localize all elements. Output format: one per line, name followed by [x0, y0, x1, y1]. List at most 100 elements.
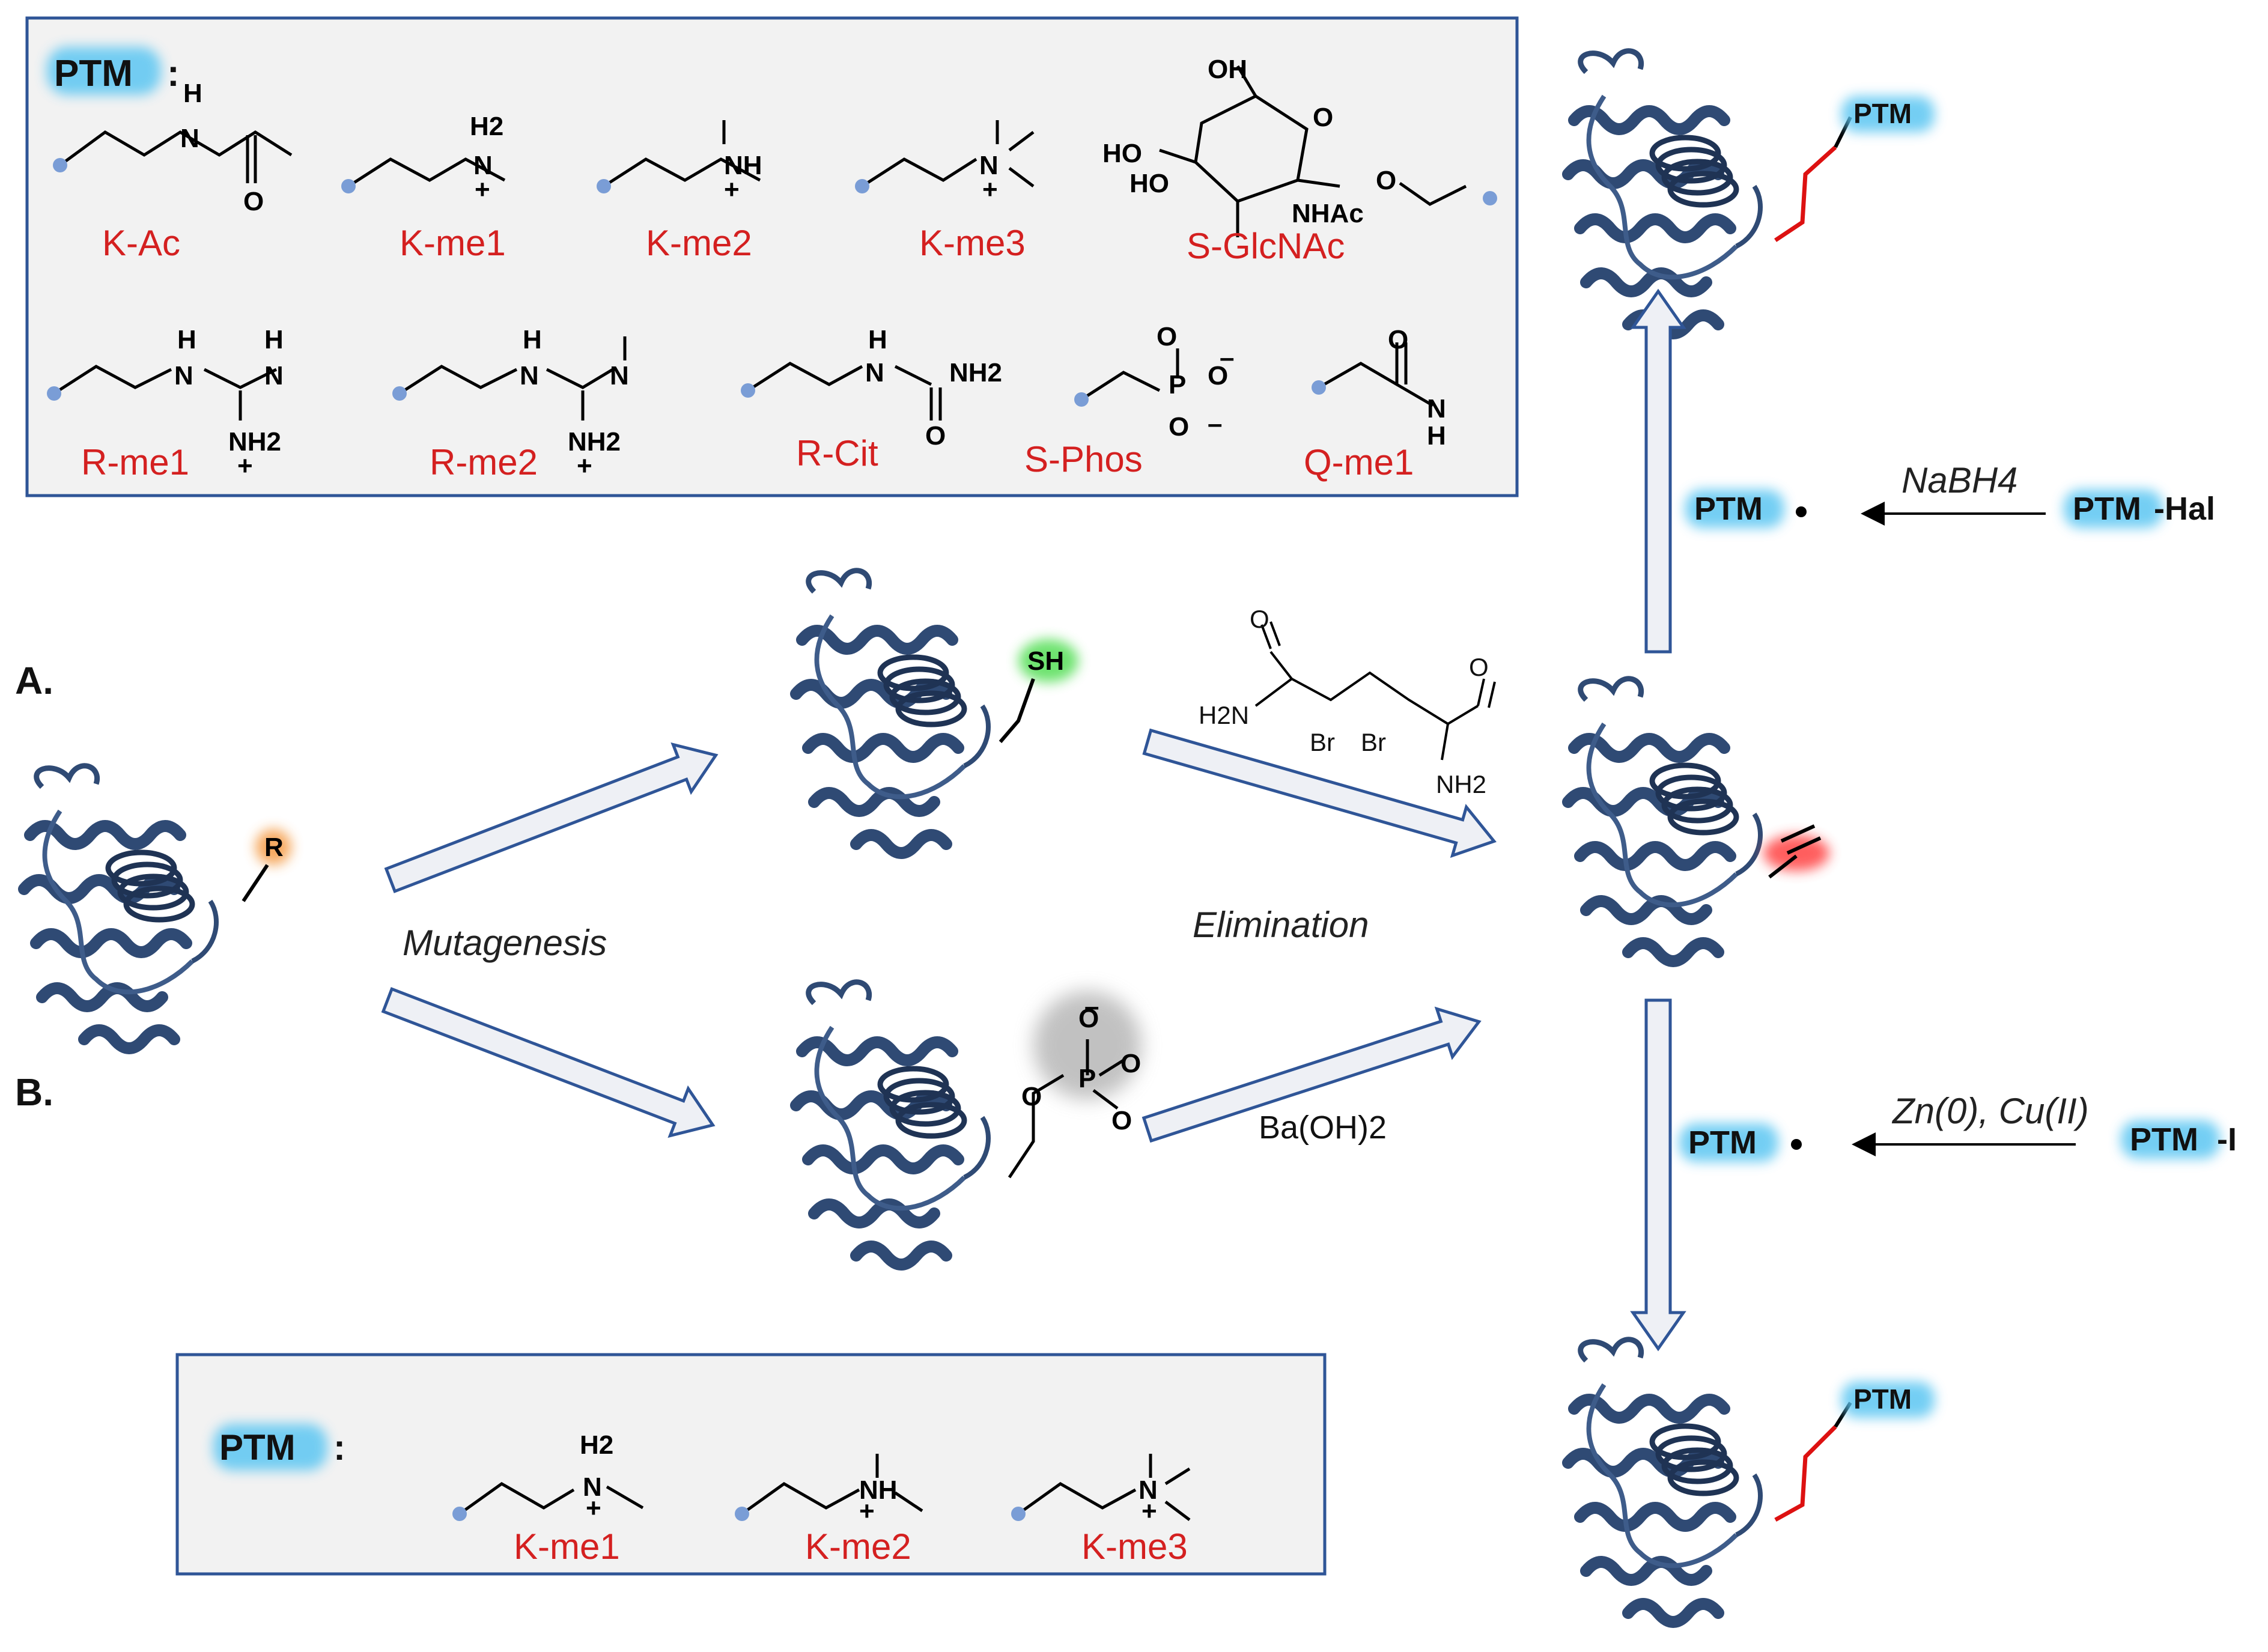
label-k-me1: K-me1: [400, 223, 506, 263]
label-bottom-k-me3: K-me3: [1081, 1526, 1188, 1567]
svg-text:+: +: [859, 1496, 875, 1526]
svg-text:HO: HO: [1129, 169, 1169, 198]
linker-bottom: [1774, 1425, 1837, 1522]
svg-text:O: O: [925, 421, 946, 451]
ptm-row2-structures: [53, 336, 1434, 421]
ptm-hal-reagent: PTM -Hal: [2064, 490, 2215, 528]
dibromo-reagent-atoms: H2N O Br Br O NH2: [1199, 605, 1489, 798]
svg-text:NH: NH: [859, 1475, 898, 1505]
svg-text:O: O: [1313, 103, 1333, 132]
label-r-me1: R-me1: [81, 442, 189, 482]
svg-text:H: H: [183, 79, 202, 108]
svg-text:O: O: [1376, 166, 1396, 195]
svg-text:O: O: [1120, 1049, 1141, 1078]
label-k-ac: K-Ac: [102, 223, 180, 263]
svg-text:N: N: [174, 361, 193, 390]
svg-text:-Hal: -Hal: [2154, 491, 2215, 527]
svg-text:P: P: [1169, 370, 1186, 399]
svg-text:O: O: [1157, 322, 1177, 351]
label-r-cit: R-Cit: [796, 433, 878, 473]
svg-text:N: N: [473, 151, 493, 180]
ptm-library-box: [25, 16, 1519, 497]
svg-text::: :: [333, 1427, 345, 1468]
svg-text:NH2: NH2: [1436, 770, 1486, 798]
svg-text:H2: H2: [470, 112, 503, 141]
svg-text:O: O: [1021, 1082, 1042, 1111]
svg-text:N: N: [264, 361, 284, 390]
arrow-mutagenesis-b: [379, 977, 722, 1149]
bottom-box-structures: [458, 1454, 1191, 1521]
svg-text:NH: NH: [724, 151, 762, 180]
label-r-me2: R-me2: [430, 442, 538, 482]
svg-text:N: N: [520, 361, 539, 390]
arrow-down-to-bottom-product: [1633, 1000, 1683, 1349]
radical-bottom: PTM: [1679, 1123, 1802, 1162]
svg-text:H: H: [868, 325, 887, 354]
bottom-box-attachments: [452, 1507, 1026, 1521]
svg-text:Br: Br: [1361, 728, 1386, 756]
svg-text:Br: Br: [1310, 728, 1335, 756]
svg-text:O: O: [1208, 361, 1228, 390]
svg-text:O: O: [1078, 1004, 1099, 1033]
arrow-up-to-top-product: [1633, 291, 1683, 652]
svg-text:+: +: [586, 1493, 601, 1523]
svg-text:–: –: [1084, 992, 1099, 1021]
ptm-heading-tag: PTM: [54, 53, 133, 94]
svg-text:N: N: [979, 151, 999, 180]
svg-text:-I: -I: [2217, 1122, 2237, 1158]
label-s-glcnac: S-GlcNAc: [1187, 226, 1345, 266]
ptm-row2-attachments: [47, 380, 1326, 407]
bottom-box-labels: K-me1 K-me2 K-me3: [514, 1526, 1188, 1567]
thiol-label: SH: [1027, 646, 1064, 676]
svg-text:N: N: [180, 124, 199, 153]
nabh4-label: NaBH4: [1902, 460, 2017, 500]
svg-text:PTM: PTM: [219, 1427, 296, 1468]
svg-text:HO: HO: [1102, 139, 1142, 168]
svg-text:NH2: NH2: [949, 358, 1002, 387]
svg-text:N: N: [1139, 1475, 1158, 1505]
svg-text:–: –: [1220, 343, 1234, 372]
bottom-box-atoms: H2N+ NH+ N+: [580, 1430, 1158, 1526]
label-bottom-k-me2: K-me2: [805, 1526, 911, 1567]
svg-text:OH: OH: [1208, 55, 1247, 84]
ptm-row1-structures: [59, 65, 1467, 237]
route-a-label: A.: [15, 659, 53, 702]
svg-text:–: –: [1208, 409, 1222, 439]
ptm-tag-top-product: PTM: [1853, 98, 1912, 129]
svg-text:O: O: [1388, 325, 1408, 354]
alkene-group: [1768, 824, 1822, 879]
radical-top: PTM: [1685, 490, 1807, 528]
svg-text:N: N: [1427, 394, 1446, 424]
svg-text:H: H: [264, 325, 284, 354]
ptm-row1-labels: K-Ac K-me1 K-me2 K-me3 S-GlcNAc: [102, 223, 1345, 266]
svg-text:+: +: [475, 175, 490, 204]
svg-text:H: H: [1427, 421, 1446, 451]
label-k-me2: K-me2: [646, 223, 752, 263]
linker-top: [1774, 145, 1837, 242]
ptm-radical-bottom: PTM: [1688, 1125, 1757, 1161]
protein-starting: [24, 766, 216, 1048]
svg-text:NHAc: NHAc: [1292, 199, 1364, 228]
svg-text:P: P: [1078, 1064, 1096, 1093]
svg-text:PTM: PTM: [2073, 491, 2141, 527]
protein-product-bottom: [1568, 1340, 1760, 1622]
label-s-phos: S-Phos: [1024, 439, 1143, 479]
svg-text:N: N: [583, 1472, 602, 1502]
svg-text:O: O: [1250, 605, 1269, 633]
label-k-me3: K-me3: [919, 223, 1026, 263]
ptm-row2-labels: R-me1 R-me2 R-Cit S-Phos Q-me1: [81, 433, 1414, 482]
ptm-box-heading: PTM :: [47, 47, 180, 95]
svg-text:+: +: [237, 451, 253, 481]
protein-phosphoserine: [796, 982, 988, 1265]
svg-text:O: O: [1469, 653, 1489, 681]
ptm-row1-attachments: [53, 158, 1497, 205]
svg-text:NH2: NH2: [568, 427, 621, 457]
svg-text:PTM: PTM: [2130, 1122, 2198, 1158]
ptm-lysine-box: [175, 1353, 1327, 1576]
baoh-reagent-label: Ba(OH)2: [1259, 1110, 1387, 1146]
svg-text:H: H: [523, 325, 542, 354]
svg-text:N: N: [865, 358, 884, 387]
svg-text:O: O: [1111, 1106, 1132, 1135]
